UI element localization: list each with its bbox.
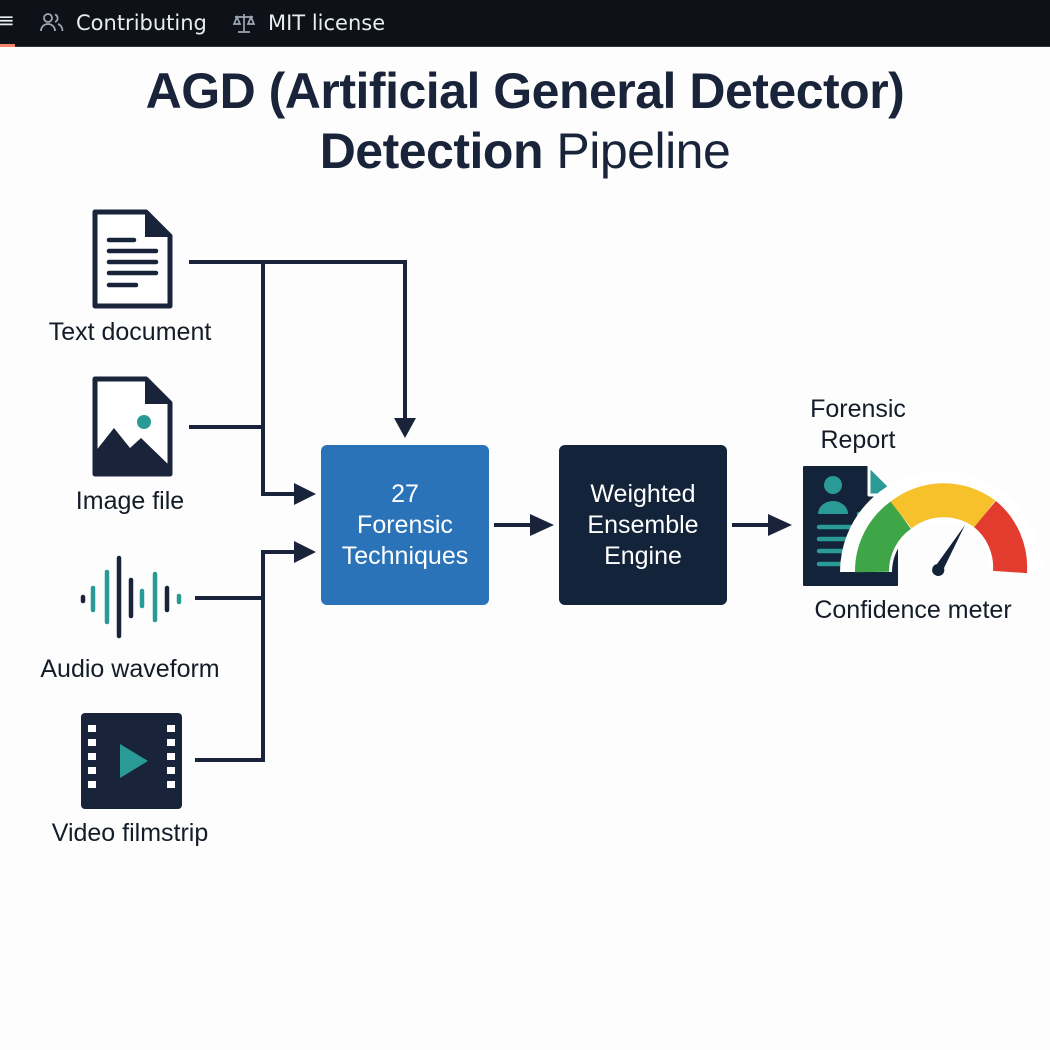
contributing-label: Contributing (76, 11, 207, 35)
arrowhead-down (394, 418, 416, 438)
connector-video (195, 550, 296, 762)
confidence-meter-label: Confidence meter (814, 596, 1012, 624)
meter-needle (932, 525, 965, 577)
report-label: Forensic Report (790, 394, 926, 456)
audio-waveform-icon (80, 555, 182, 639)
arrowhead-branch-lower (294, 541, 316, 563)
input-label-audio: Audio waveform (40, 655, 220, 683)
input-label-text: Text document (48, 318, 212, 346)
contributing-link[interactable]: Contributing (40, 0, 207, 46)
stage-forensic-line-1: 27 (391, 479, 419, 508)
stage-forensic-techniques: 27 Forensic Techniques (321, 445, 489, 605)
report-label-line-2: Report (820, 426, 896, 454)
license-label: MIT license (268, 11, 386, 35)
people-icon (40, 12, 64, 34)
title-bold-part: Detection (319, 123, 544, 179)
stage-ensemble-line-1: Weighted (590, 479, 696, 508)
input-label-image: Image file (75, 487, 185, 515)
diagram-title-line-2: Detection Pipeline (0, 122, 1050, 180)
partial-tab-glyph: ≡ (0, 8, 15, 32)
scale-icon (232, 12, 256, 34)
connector-text-branch (261, 262, 296, 496)
arrowhead-branch-upper (294, 483, 316, 505)
stage-weighted-ensemble: Weighted Ensemble Engine (559, 445, 727, 605)
diagram-title-line-1: AGD (Artificial General Detector) (145, 63, 905, 119)
stage-forensic-line-2: Forensic (357, 510, 453, 539)
stage-ensemble-line-2: Ensemble (587, 510, 699, 539)
arrowhead-to-ensemble (530, 514, 554, 536)
stage-forensic-line-3: Techniques (341, 541, 469, 570)
repo-nav-bar: ≡ Contributing MIT license (0, 0, 1050, 47)
stage-ensemble-line-3: Engine (604, 541, 682, 570)
text-document-icon (92, 209, 173, 309)
confidence-meter-icon (840, 471, 1042, 577)
arrowhead-to-report (768, 514, 792, 536)
meter-zone-mid (890, 483, 996, 529)
video-filmstrip-icon (81, 713, 182, 809)
title-light-part: Pipeline (543, 123, 731, 179)
input-label-video: Video filmstrip (51, 819, 209, 847)
meter-zone-high (973, 500, 1028, 574)
image-file-icon (92, 376, 173, 477)
active-tab-underline (0, 44, 15, 47)
report-label-line-1: Forensic (810, 395, 906, 423)
meter-zone-low (855, 501, 912, 573)
license-link[interactable]: MIT license (232, 0, 385, 46)
